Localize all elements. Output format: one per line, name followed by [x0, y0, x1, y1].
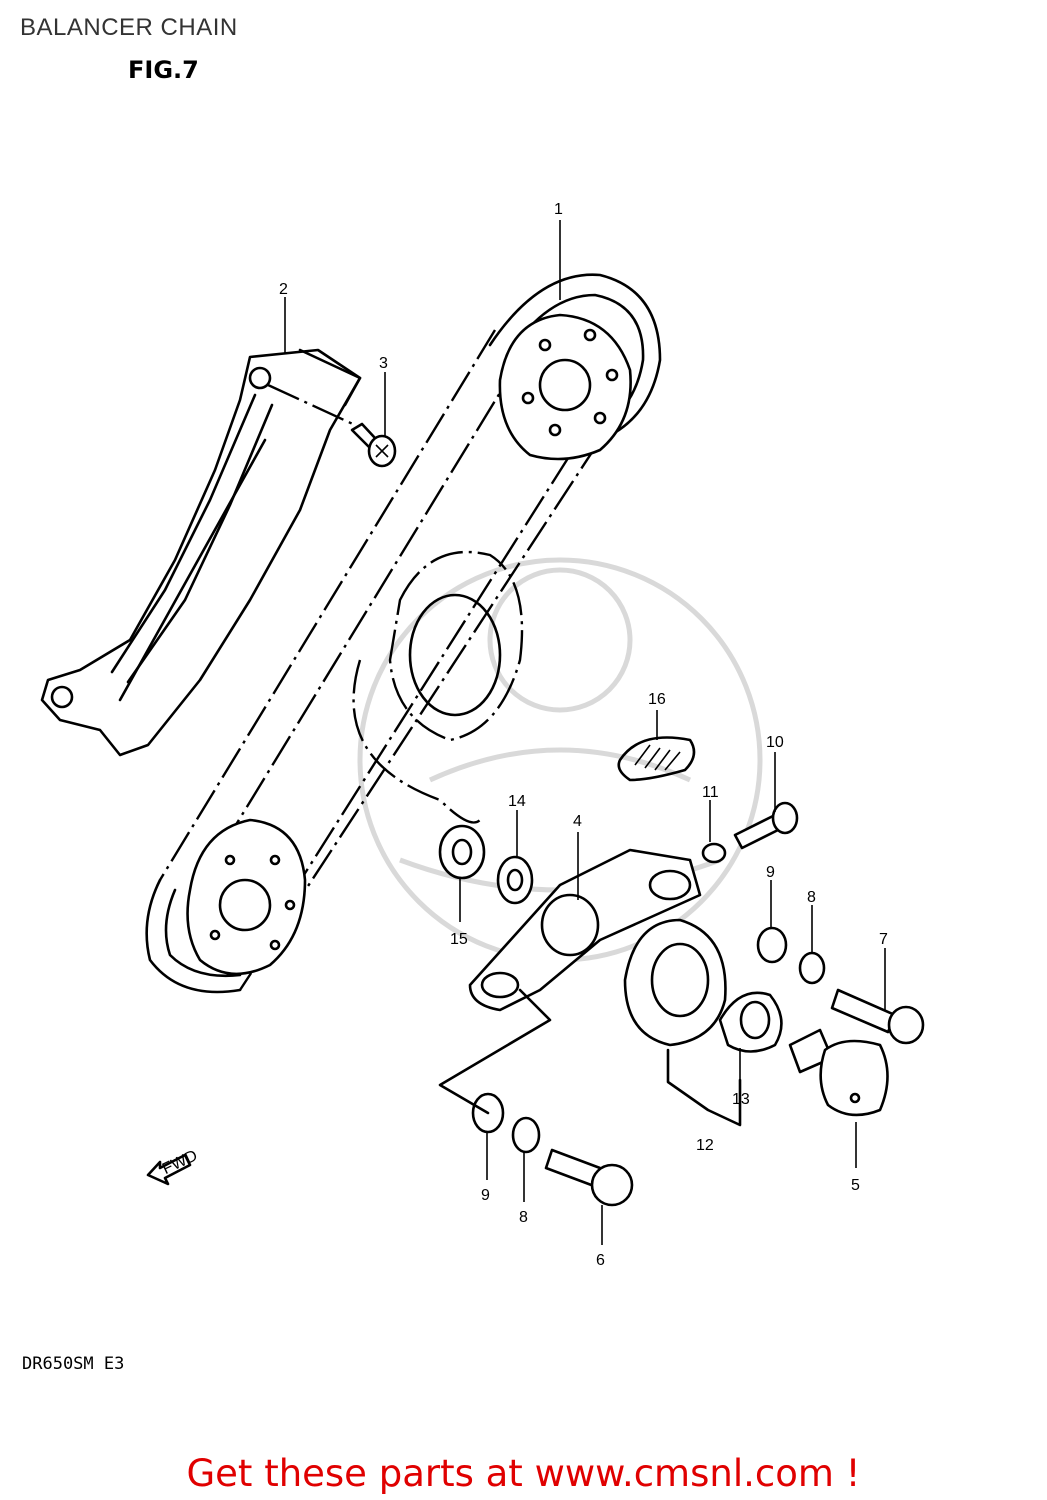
washer-9-upper — [756, 926, 788, 964]
callout-5: 5 — [851, 1177, 860, 1194]
figure-number: FIG.7 — [128, 56, 199, 84]
callout-3: 3 — [379, 355, 388, 372]
crank-sprocket-outline — [352, 550, 524, 824]
callout-8-lower: 8 — [519, 1209, 528, 1226]
washer-8-lower — [511, 1116, 541, 1154]
needle-bearing — [718, 991, 783, 1053]
callout-16: 16 — [648, 691, 666, 708]
callout-9-lower: 9 — [481, 1187, 490, 1204]
callout-leaders — [284, 220, 886, 1245]
callout-15: 15 — [450, 931, 468, 948]
callout-8-upper: 8 — [807, 889, 816, 906]
callout-2: 2 — [279, 281, 288, 298]
group-bracket-12 — [666, 1048, 742, 1127]
callout-7: 7 — [879, 931, 888, 948]
upper-sprocket — [498, 313, 632, 461]
lower-sprocket — [186, 818, 307, 976]
guide-screw — [350, 422, 397, 468]
tensioner-spring — [617, 736, 696, 782]
callout-13: 13 — [732, 1091, 750, 1108]
forward-arrow-icon: FWD — [146, 1147, 200, 1186]
tensioner-bolt — [733, 801, 799, 850]
bolt-6 — [544, 1148, 634, 1207]
bolt-7 — [830, 988, 925, 1045]
callout-10: 10 — [766, 734, 784, 751]
callout-12: 12 — [696, 1137, 714, 1154]
callout-4: 4 — [573, 813, 582, 830]
group-bracket-lower — [438, 988, 552, 1115]
tensioner-shaft — [788, 1028, 889, 1117]
callout-labels: 1 2 3 16 10 14 4 11 9 8 7 15 13 12 5 9 8… — [279, 201, 888, 1269]
spacer-15 — [438, 824, 486, 880]
callout-14: 14 — [508, 793, 526, 810]
washer-8-upper — [798, 951, 826, 985]
tensioner-arm — [468, 848, 702, 1012]
callout-6: 6 — [596, 1252, 605, 1269]
callout-1: 1 — [554, 201, 563, 218]
model-code: DR650SM E3 — [22, 1354, 125, 1374]
chain-guide — [40, 348, 362, 757]
forward-arrow-label: FWD — [160, 1147, 200, 1178]
promo-link[interactable]: Get these parts at www.cmsnl.com ! — [186, 1452, 861, 1495]
tensioner-sprocket — [623, 918, 727, 1047]
callout-9-upper: 9 — [766, 864, 775, 881]
callout-11: 11 — [702, 784, 719, 801]
washer-14 — [496, 855, 534, 905]
tensioner-nut — [701, 842, 727, 864]
diagram-title: BALANCER CHAIN — [20, 14, 238, 41]
